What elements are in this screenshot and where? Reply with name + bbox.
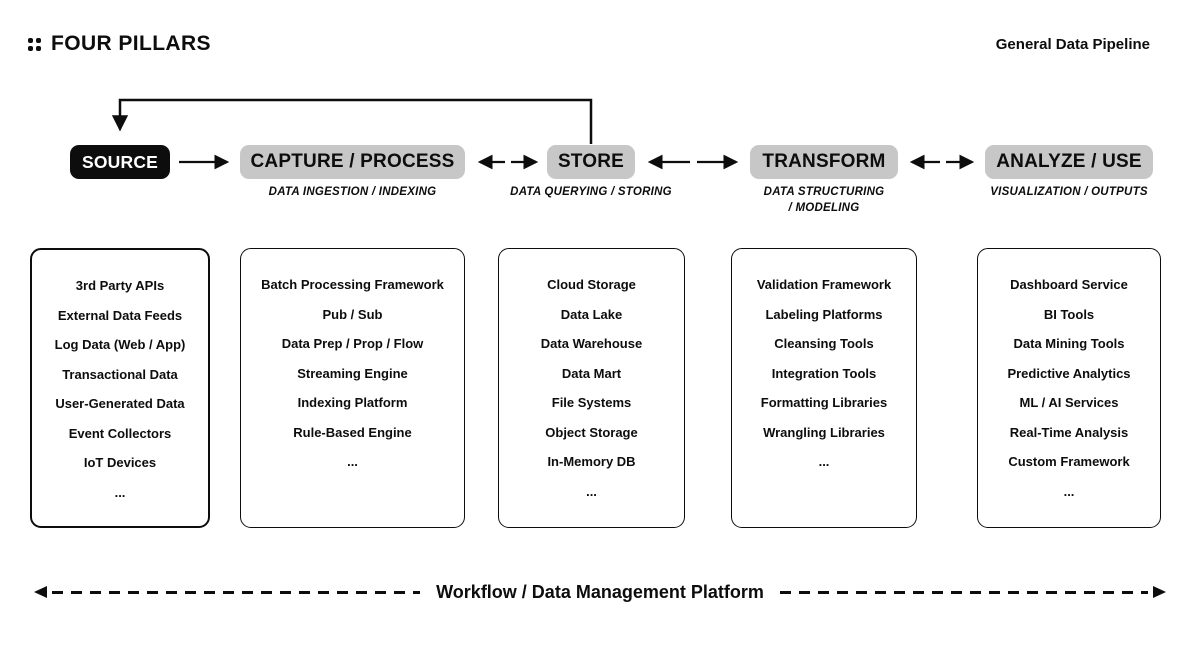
list-item: Transactional Data: [62, 366, 178, 382]
list-item: Data Prep / Prop / Flow: [281, 336, 424, 351]
list-item: Cloud Storage: [547, 277, 636, 292]
stage-capture-process-sublabel: DATA INGESTION / INDEXING: [268, 186, 437, 198]
list-item: Data Mining Tools: [1013, 336, 1125, 351]
stage-transform-sublabel: DATA STRUCTURING / MODELING: [763, 186, 885, 215]
list-item: Rule-Based Engine: [293, 424, 412, 440]
list-item: Data Warehouse: [540, 336, 643, 351]
list-item: Cleansing Tools: [774, 336, 874, 351]
brand: FOUR PILLARS: [28, 32, 211, 56]
list-item: ...: [586, 483, 597, 499]
footer-dashed-line-left: [52, 590, 421, 594]
list-item: Batch Processing Framework: [261, 277, 444, 292]
footer-dashed-line-right: [779, 590, 1148, 594]
list-item: 3rd Party APIs: [75, 278, 165, 293]
stage-capture-process-pill: CAPTURE / PROCESS: [240, 145, 465, 179]
list-item: Indexing Platform: [297, 395, 408, 410]
list-item: Event Collectors: [68, 425, 172, 441]
list-item: In-Memory DB: [547, 454, 636, 469]
list-item: ...: [347, 454, 358, 469]
list-item: Dashboard Service: [1010, 277, 1128, 292]
feedback-arrow-store-to-source: [111, 98, 593, 144]
list-item: Real-Time Analysis: [1009, 424, 1129, 440]
list-item: Predictive Analytics: [1007, 365, 1131, 381]
stage-analyze-use-sublabel: VISUALIZATION / OUTPUTS: [990, 186, 1148, 198]
footer-arrow-right-icon: [1153, 586, 1166, 598]
list-item: Wrangling Libraries: [763, 424, 885, 440]
page-title: FOUR PILLARS: [51, 32, 211, 55]
four-dots-icon: [28, 37, 41, 51]
list-item: User-Generated Data: [55, 396, 185, 411]
stage-store-sublabel: DATA QUERYING / STORING: [510, 186, 672, 198]
list-item: Data Mart: [561, 365, 622, 381]
list-item: ...: [114, 484, 126, 500]
list-item: ML / AI Services: [1019, 395, 1119, 410]
stage-transform: TRANSFORM DATA STRUCTURING / MODELING: [750, 145, 898, 214]
list-item: Labeling Platforms: [765, 306, 883, 322]
workflow-bar: Workflow / Data Management Platform: [34, 577, 1166, 607]
list-item: Integration Tools: [771, 365, 877, 381]
list-item: Data Lake: [560, 306, 623, 322]
list-item: BI Tools: [1043, 306, 1095, 322]
stage-store: STORE DATA QUERYING / STORING: [510, 145, 672, 198]
stage-transform-pill: TRANSFORM: [750, 145, 898, 179]
list-item: Object Storage: [545, 424, 638, 440]
header: FOUR PILLARS General Data Pipeline: [28, 32, 1150, 56]
list-item: Validation Framework: [756, 277, 892, 292]
header-subtitle: General Data Pipeline: [995, 35, 1150, 53]
list-item: Custom Framework: [1008, 454, 1130, 469]
list-item: Log Data (Web / App): [54, 337, 186, 352]
workflow-label: Workflow / Data Management Platform: [436, 581, 764, 602]
stage-capture-process: CAPTURE / PROCESS DATA INGESTION / INDEX…: [240, 145, 465, 198]
list-item: File Systems: [551, 395, 632, 410]
list-item: Streaming Engine: [297, 365, 408, 381]
stage-store-pill: STORE: [547, 145, 635, 179]
list-item: Formatting Libraries: [760, 395, 888, 410]
stage-source-pill: SOURCE: [70, 145, 170, 179]
list-item: ...: [1063, 483, 1075, 499]
stage-analyze-use: ANALYZE / USE VISUALIZATION / OUTPUTS: [985, 145, 1153, 198]
list-item: External Data Feeds: [57, 307, 183, 323]
stage-source: SOURCE: [70, 145, 170, 179]
footer-arrow-left-icon: [34, 586, 47, 598]
list-item: ...: [818, 454, 830, 469]
list-item: IoT Devices: [83, 455, 157, 470]
list-item: Pub / Sub: [322, 306, 383, 322]
stage-analyze-use-pill: ANALYZE / USE: [985, 145, 1153, 179]
